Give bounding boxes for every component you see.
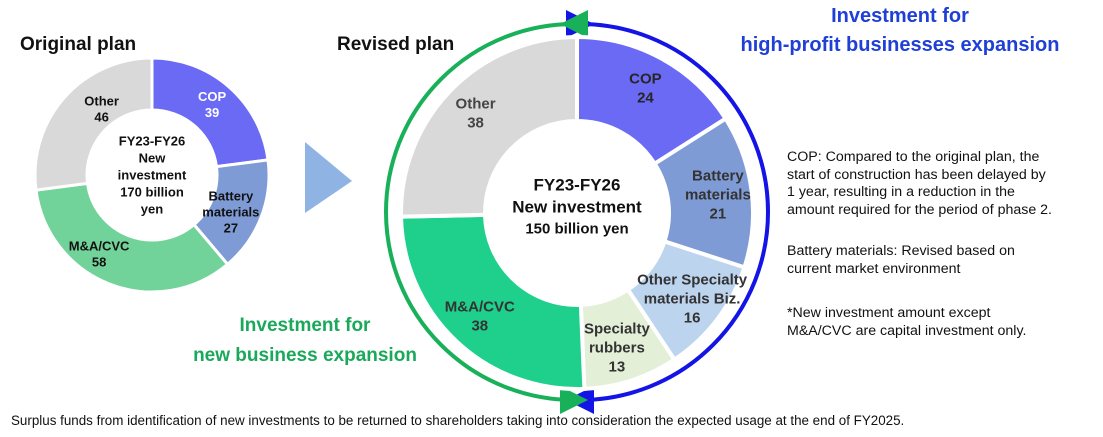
slice-value-label: 58: [92, 254, 106, 269]
battery-note: Battery materials: Revised based on curr…: [787, 243, 1097, 278]
new-business-heading-line-1: Investment for: [239, 315, 371, 336]
donut-slice: [150, 56, 270, 169]
slice-category-label: Battery: [692, 168, 744, 185]
high-profit-bracket-arrow: [565, 9, 770, 414]
donut-center-label: New: [139, 151, 167, 166]
slice-value-label: 27: [224, 220, 238, 235]
slice-value-label: 38: [467, 115, 484, 132]
donut-slice: [34, 181, 230, 294]
slice-category-label: M&A/CVC: [445, 299, 515, 316]
high-profit-heading-line-2: high-profit businesses expansion: [740, 34, 1060, 56]
donut-center-label: investment: [118, 168, 187, 183]
slice-category-label: M&A/CVC: [69, 238, 130, 253]
donut-center-label: FY23-FY26: [119, 134, 185, 149]
new-business-heading: Investment for new business expansion: [180, 311, 430, 371]
cop-note-line: 1 year, resulting in a reduction in the: [787, 184, 1015, 200]
slice-value-label: 24: [637, 90, 654, 107]
slice-category-label: COP: [198, 89, 227, 104]
slice-category-label: COP: [629, 71, 662, 88]
slice-category-label: Specialty: [584, 321, 651, 338]
slice-category-label: Other: [456, 96, 496, 113]
slice-category-label: materials: [202, 204, 259, 219]
battery-note-line: current market environment: [787, 260, 961, 277]
cop-note-line: amount required for the period of phase …: [787, 201, 1053, 218]
donut-center-label: New investment: [512, 198, 642, 217]
asterisk-note: *New investment amount except M&A/CVC ar…: [787, 305, 1097, 340]
slice-category-label: rubbers: [589, 340, 645, 357]
asterisk-note-line: M&A/CVC are capital investment only.: [787, 322, 1027, 339]
transition-arrow-icon: [305, 142, 352, 213]
slice-value-label: 46: [94, 109, 108, 124]
cop-note-line: COP: Compared to the original plan, the: [787, 149, 1040, 165]
original-plan-heading: Original plan: [20, 34, 137, 55]
high-profit-heading: Investment for high-profit businesses ex…: [700, 2, 1100, 60]
donut-center-label: FY23-FY26: [534, 176, 621, 195]
slice-value-label: 39: [205, 105, 219, 120]
footer-note: Surplus funds from identification of new…: [11, 413, 905, 428]
donut-slice: [33, 56, 154, 192]
donut-center-label: yen: [141, 202, 163, 217]
donut-center-label: 170 billion: [120, 185, 184, 200]
new-business-bracket-arrow: [384, 9, 589, 414]
slice-category-label: Other: [84, 93, 119, 108]
slice-value-label: 13: [609, 359, 626, 376]
asterisk-note-line: *New investment amount except: [787, 305, 991, 321]
slice-category-label: materials: [685, 187, 751, 204]
donut-slice: [399, 34, 579, 219]
cop-note: COP: Compared to the original plan, the …: [787, 149, 1097, 219]
donut-center-label: 150 billion yen: [525, 221, 628, 238]
donut-slice: [575, 34, 729, 167]
slice-category-label: Battery: [208, 188, 254, 203]
new-business-heading-line-2: new business expansion: [193, 345, 417, 366]
high-profit-heading-line-1: Investment for: [831, 5, 969, 27]
slice-value-label: 16: [684, 309, 701, 326]
donut-slice: [398, 212, 587, 391]
battery-note-line: Battery materials: Revised based on: [787, 243, 1015, 259]
slice-category-label: Other Specialty: [637, 271, 748, 288]
slice-value-label: 38: [471, 318, 488, 335]
revised-plan-heading: Revised plan: [337, 34, 455, 55]
cop-note-line: start of construction has been delayed b…: [787, 166, 1046, 183]
slice-category-label: materials Biz.: [644, 290, 741, 307]
slice-value-label: 21: [710, 206, 727, 223]
